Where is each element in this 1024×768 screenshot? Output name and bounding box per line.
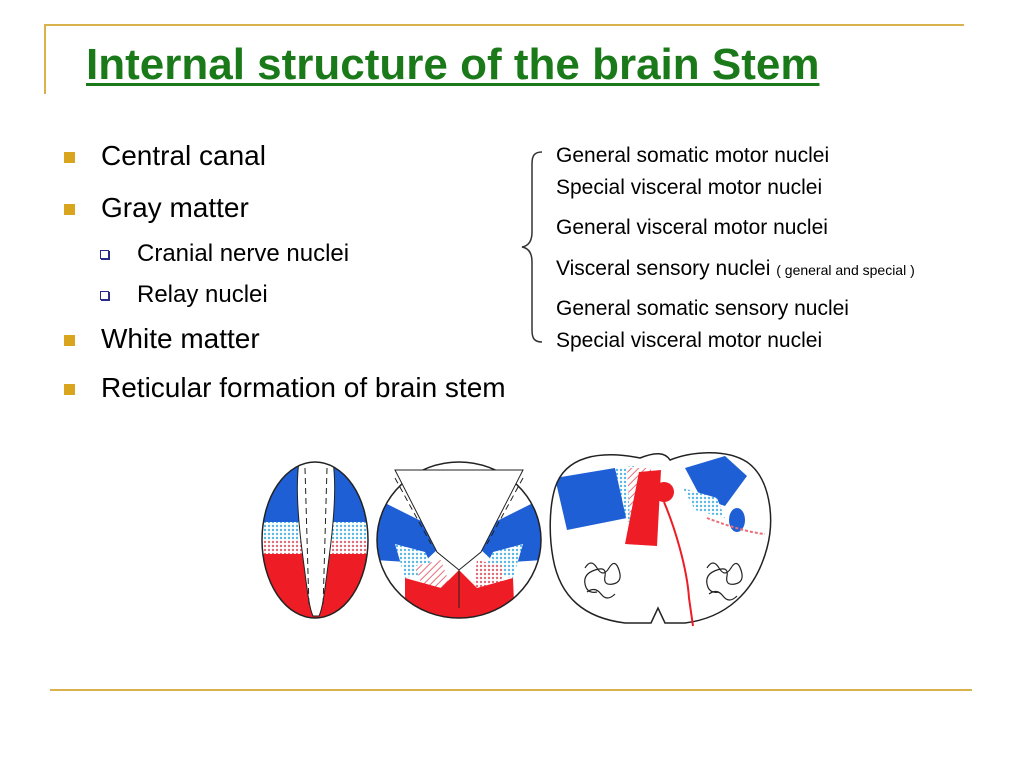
hollow-square-bullet-icon <box>100 250 109 259</box>
bullet-text: Gray matter <box>101 192 249 223</box>
square-bullet-icon <box>64 335 75 346</box>
section-c <box>549 452 772 627</box>
bullet-text: Reticular formation of brain stem <box>101 372 506 403</box>
bottom-frame-rule <box>50 689 972 691</box>
nuclei-visceral-sensory-note: ( general and special ) <box>776 262 915 278</box>
top-frame-rule <box>44 24 964 26</box>
nuclei-visceral-sensory-label: Visceral sensory nuclei <box>556 257 771 280</box>
nuclei-general-somatic-sensory: General somatic sensory nuclei <box>556 297 849 320</box>
sub-bullet-text: Cranial nerve nuclei <box>137 240 350 267</box>
nuclei-special-visceral-motor: Special visceral motor nuclei <box>556 176 823 199</box>
square-bullet-icon <box>64 384 75 395</box>
nuclei-general-somatic-motor: General somatic motor nuclei <box>556 144 830 167</box>
slide-title: Internal structure of the brain Stem <box>86 40 820 89</box>
bullet-text: Central canal <box>101 140 266 171</box>
hollow-square-bullet-icon <box>100 291 109 300</box>
brainstem-sections-figure <box>261 452 772 627</box>
left-frame-rule <box>44 24 46 94</box>
bullet-text: White matter <box>101 323 260 354</box>
curly-brace-icon <box>521 151 543 343</box>
nuclei-general-visceral-motor: General visceral motor nuclei <box>556 216 828 239</box>
square-bullet-icon <box>64 204 75 215</box>
square-bullet-icon <box>64 152 75 163</box>
section-a <box>261 461 369 619</box>
section-b <box>376 461 542 619</box>
nuclei-visceral-sensory: Visceral sensory nuclei ( general and sp… <box>556 257 915 281</box>
nuclei-special-visceral-motor-2: Special visceral motor nuclei <box>556 329 823 352</box>
sub-bullet-text: Relay nuclei <box>137 281 268 308</box>
